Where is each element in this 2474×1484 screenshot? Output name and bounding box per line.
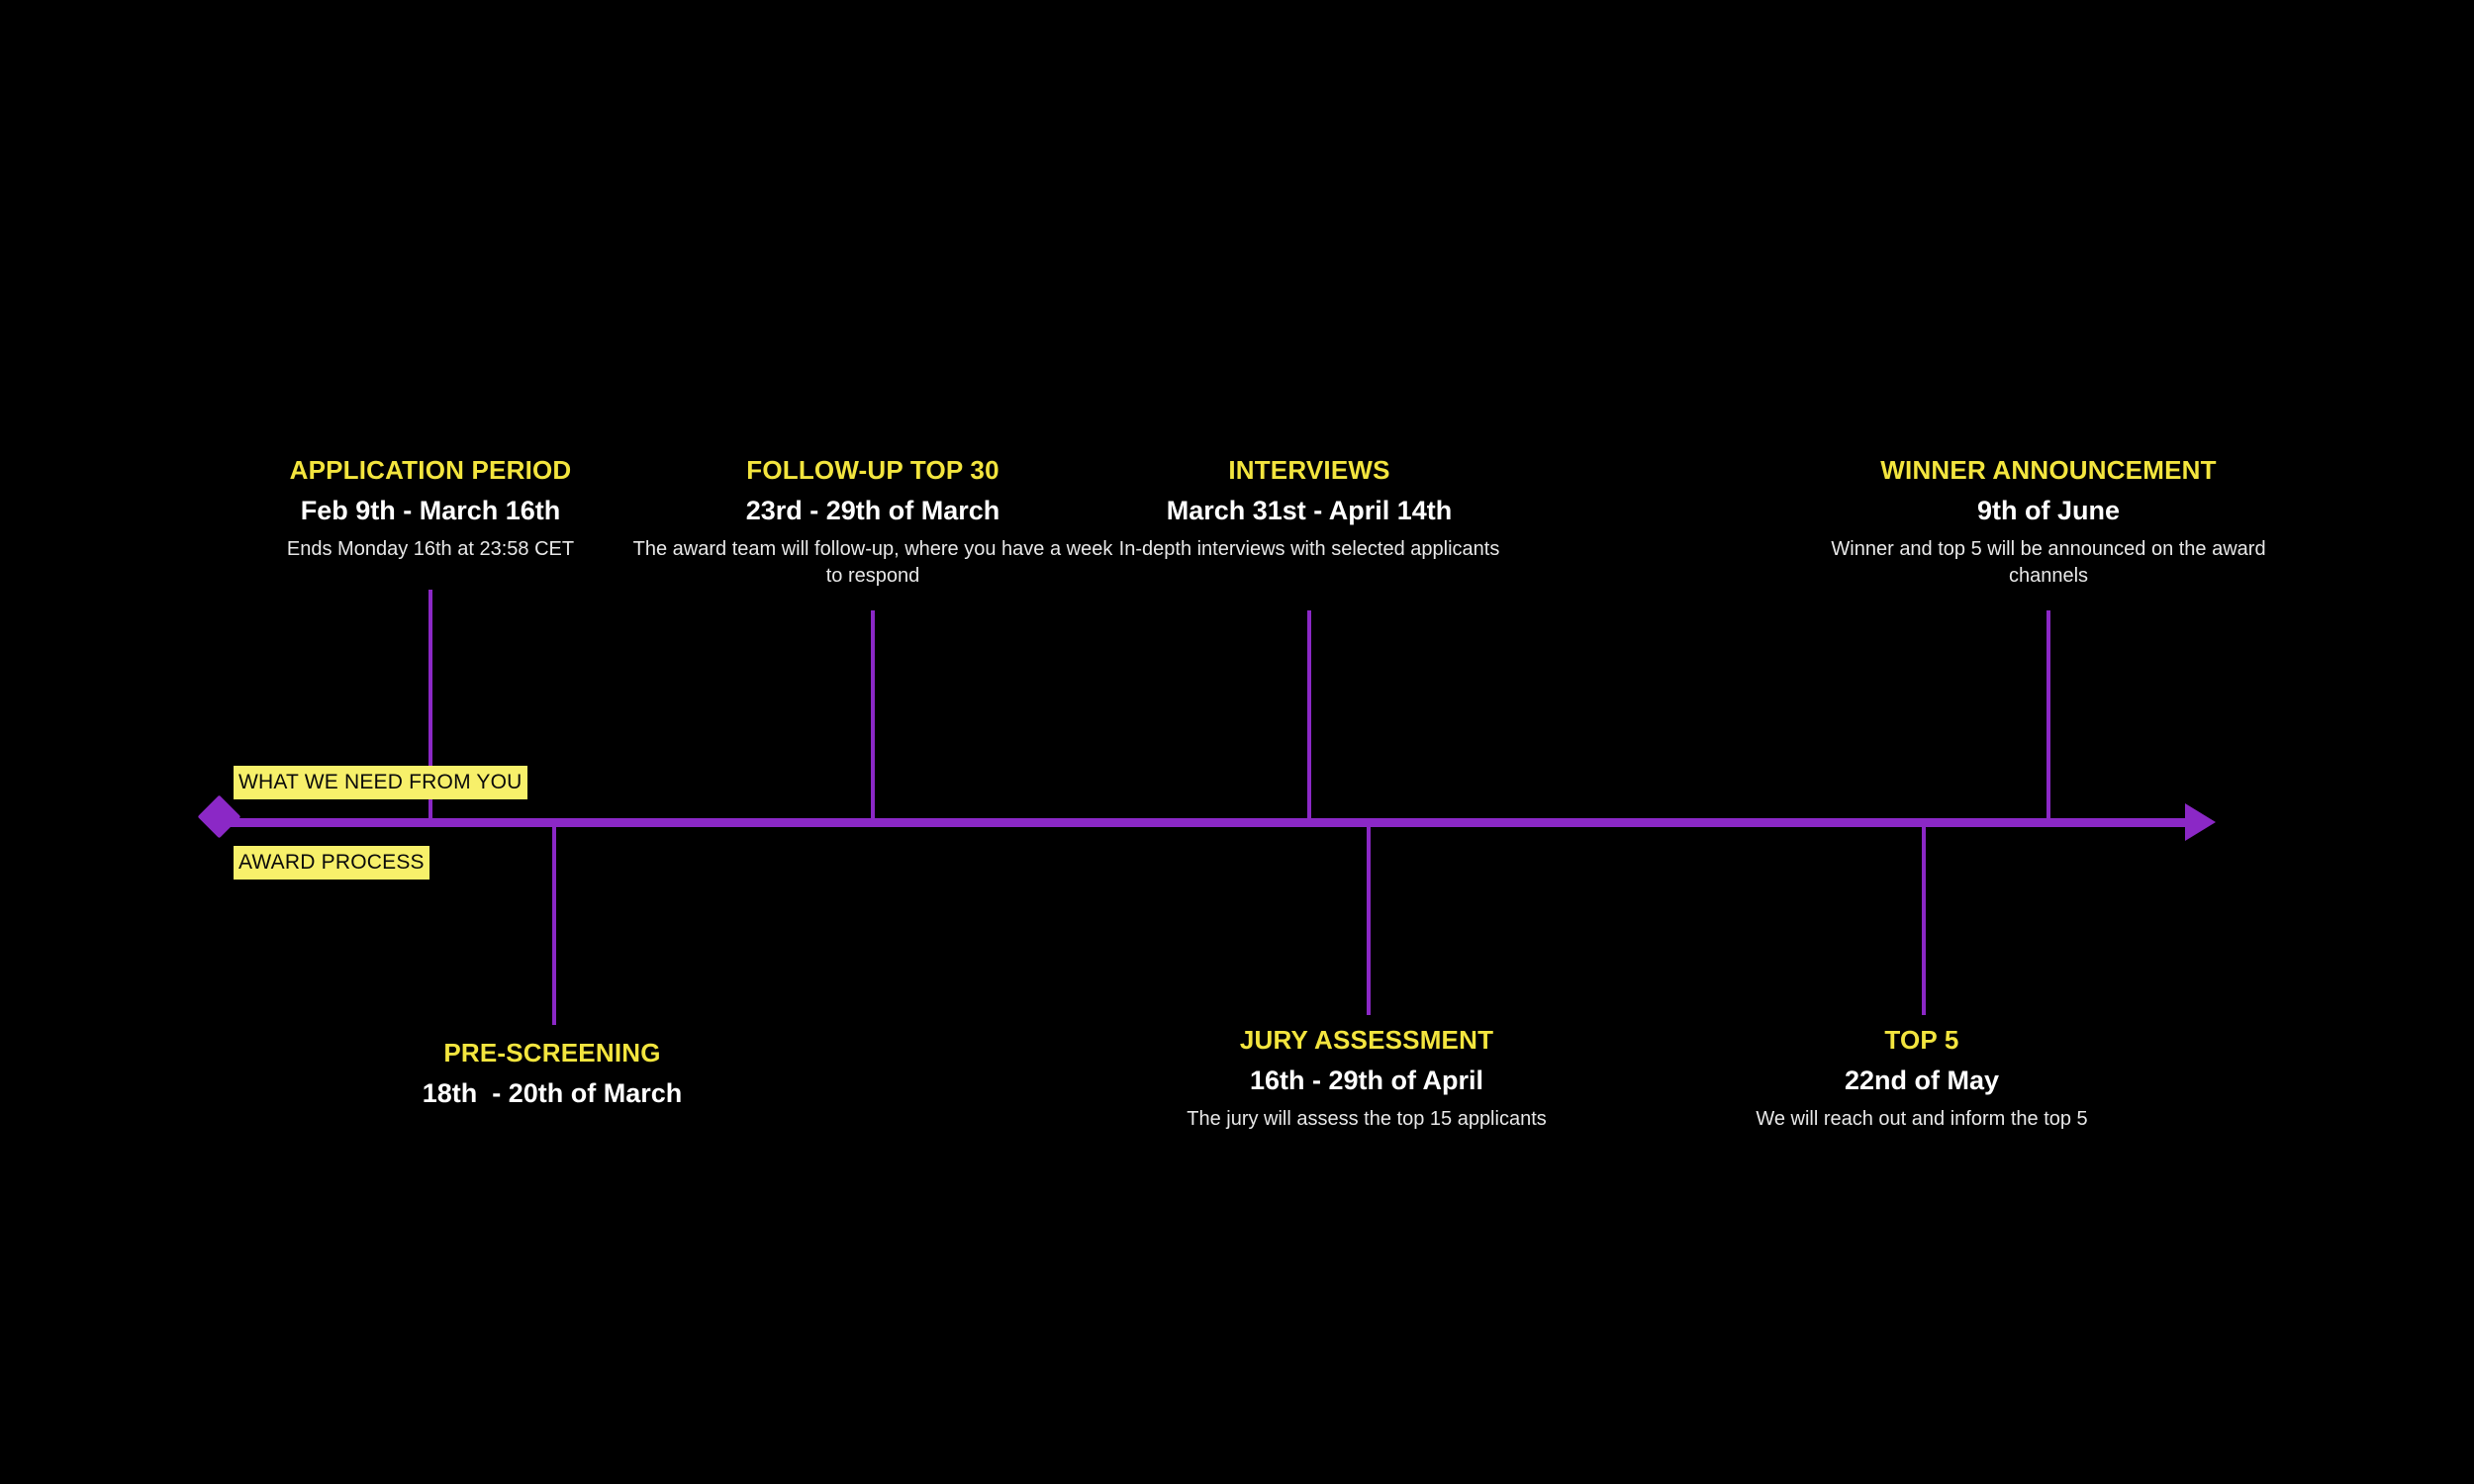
connector-interviews <box>1307 610 1311 822</box>
milestone-title: INTERVIEWS <box>1228 455 1390 485</box>
milestone-date: 16th - 29th of April <box>1249 1065 1483 1095</box>
milestone-application-period: APPLICATION PERIOD Feb 9th - March 16th … <box>153 455 708 563</box>
milestone-title: TOP 5 <box>1884 1025 1959 1055</box>
milestone-title: PRE-SCREENING <box>443 1038 661 1067</box>
milestone-description: In-depth interviews with selected applic… <box>1118 538 1500 561</box>
connector-jury-assessment <box>1367 827 1371 1015</box>
timeline-axis <box>226 818 2207 827</box>
milestone-date: 22nd of May <box>1844 1065 2000 1095</box>
milestone-title: APPLICATION PERIOD <box>289 455 572 485</box>
axis-start-diamond-icon <box>197 794 241 839</box>
milestone-title: WINNER ANNOUNCEMENT <box>1880 455 2217 485</box>
connector-follow-up-top-30 <box>871 610 875 822</box>
milestone-description: Winner and top 5 will be announced on th… <box>1831 538 2266 588</box>
milestone-follow-up-top-30: FOLLOW-UP TOP 30 23rd - 29th of March Th… <box>625 455 1120 590</box>
band-label-award-process: AWARD PROCESS <box>234 846 429 880</box>
milestone-date: Feb 9th - March 16th <box>300 495 561 525</box>
connector-pre-screening <box>552 827 556 1025</box>
milestone-pre-screening: PRE-SCREENING 18th - 20th of March <box>315 1038 790 1110</box>
milestone-top-5: TOP 5 22nd of May We will reach out and … <box>1684 1025 2159 1133</box>
connector-winner-announcement <box>2046 610 2050 822</box>
milestone-jury-assessment: JURY ASSESSMENT 16th - 29th of April The… <box>1129 1025 1604 1133</box>
milestone-title: JURY ASSESSMENT <box>1239 1025 1494 1055</box>
connector-top-5 <box>1922 827 1926 1015</box>
connector-application-period <box>428 590 432 822</box>
axis-end-arrow-icon <box>2185 803 2216 841</box>
milestone-date: 18th - 20th of March <box>422 1077 683 1108</box>
milestone-description: Ends Monday 16th at 23:58 CET <box>286 538 575 561</box>
milestone-date: 9th of June <box>1976 495 2120 525</box>
milestone-date: 23rd - 29th of March <box>745 495 1000 525</box>
milestone-description: The jury will assess the top 15 applican… <box>1187 1108 1547 1131</box>
milestone-winner-announcement: WINNER ANNOUNCEMENT 9th of June Winner a… <box>1791 455 2306 590</box>
milestone-title: FOLLOW-UP TOP 30 <box>746 455 999 485</box>
milestone-interviews: INTERVIEWS March 31st - April 14th In-de… <box>1072 455 1547 563</box>
milestone-description: We will reach out and inform the top 5 <box>1756 1108 2088 1131</box>
band-label-what-we-need-from-you: WHAT WE NEED FROM YOU <box>234 766 527 799</box>
milestone-description: The award team will follow-up, where you… <box>632 538 1113 588</box>
milestone-date: March 31st - April 14th <box>1166 495 1453 525</box>
